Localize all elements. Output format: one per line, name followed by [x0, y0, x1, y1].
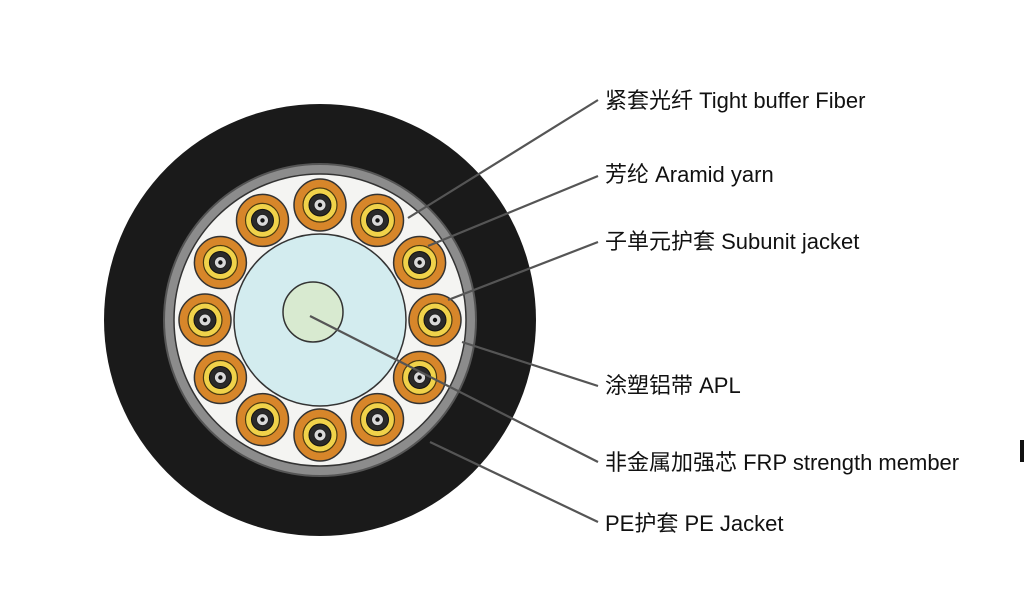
subunit	[178, 293, 232, 347]
subunit	[408, 293, 462, 347]
subunit	[193, 235, 248, 290]
fiber-center	[417, 260, 422, 265]
fiber-center	[432, 317, 438, 323]
subunit	[350, 193, 405, 248]
fiber-center	[260, 417, 265, 422]
callout-pe-jacket: PE护套 PE Jacket	[605, 511, 784, 536]
leader-line-frp-strength-member	[309, 315, 599, 463]
callout-tight-buffer-fiber: 紧套光纤 Tight buffer Fiber	[605, 88, 865, 113]
callout-labels: 紧套光纤 Tight buffer Fiber 芳纶 Aramid yarn 子…	[605, 88, 959, 536]
leader-line-apl	[461, 340, 599, 388]
leader-line-pe-jacket	[429, 441, 599, 523]
subunit	[235, 392, 290, 447]
fiber-center	[218, 375, 223, 380]
callout-subunit-jacket: 子单元护套 Subunit jacket	[605, 229, 859, 254]
fiber-center	[218, 260, 223, 265]
callout-frp-strength-member: 非金属加强芯 FRP strength member	[605, 450, 959, 475]
fiber-center	[375, 218, 380, 223]
subunit-group	[178, 178, 462, 462]
callout-apl: 涂塑铝带 APL	[605, 373, 741, 398]
fiber-center	[260, 218, 265, 223]
leader-lines	[309, 99, 599, 523]
subunit	[193, 350, 248, 405]
subunit	[350, 392, 405, 447]
edge-mark	[1020, 440, 1024, 462]
fiber-center	[202, 317, 208, 323]
leader-line-tight-buffer-fiber	[407, 99, 599, 219]
callout-aramid-yarn: 芳纶 Aramid yarn	[605, 162, 774, 187]
fiber-center	[417, 375, 422, 380]
subunit	[293, 178, 347, 232]
fiber-center	[317, 202, 323, 208]
fiber-center	[375, 417, 380, 422]
fiber-center	[317, 432, 323, 438]
frp-strength-member	[282, 281, 344, 343]
subunit	[235, 193, 290, 248]
subunit	[392, 350, 447, 405]
subunit	[392, 235, 447, 290]
leader-line-subunit-jacket	[447, 240, 599, 302]
subunit	[293, 408, 347, 462]
cable-cross-section	[104, 104, 536, 536]
leader-line-aramid-yarn	[427, 174, 599, 248]
